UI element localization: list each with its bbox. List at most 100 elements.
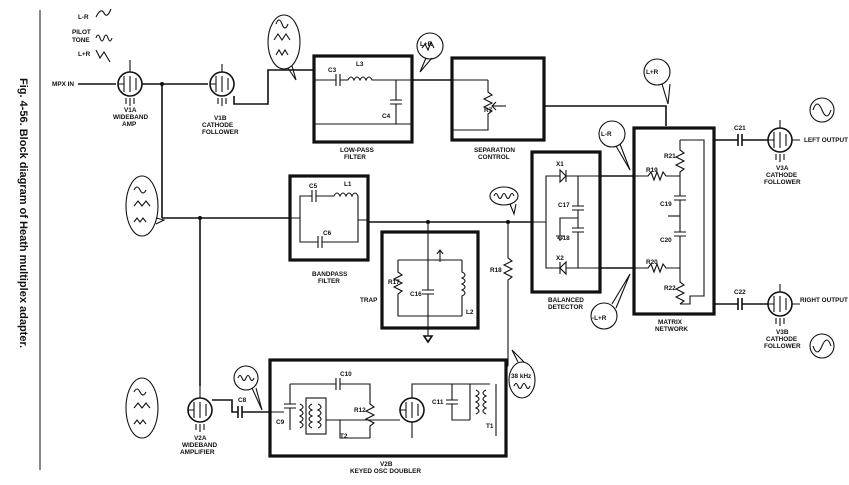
matrix-name-1: MATRIX <box>658 319 683 326</box>
separation-name-1: SEPARATION <box>474 147 515 154</box>
neg-lpr-balloon <box>590 273 631 330</box>
neg-lr-balloon-label: L-R <box>601 131 612 138</box>
left-output-wave <box>809 97 835 123</box>
legend-lpr-wave <box>95 49 111 63</box>
detector-name-2: DETECTOR <box>548 304 583 311</box>
separation-name-2: CONTROL <box>478 154 510 161</box>
l2-label: L2 <box>466 309 474 316</box>
lpr-balloon-label-2: L+R <box>646 69 659 76</box>
separation-matrix-wire <box>544 105 667 126</box>
detector-matrix-wires <box>600 175 634 269</box>
matrix-network-block <box>632 126 716 316</box>
legend-lpr-label: L+R <box>78 51 91 58</box>
r12-label: R12 <box>354 407 366 414</box>
keyed-osc-doubler-block <box>268 358 508 458</box>
r7-label: R7 <box>484 107 493 114</box>
r18-label: R18 <box>490 267 502 274</box>
lowpass-internals <box>313 74 412 125</box>
left-output-wire <box>714 134 768 146</box>
x1-label: X1 <box>556 161 564 168</box>
separation-control-block <box>450 56 546 142</box>
legend-pilot-label-1: PILOT <box>72 29 91 36</box>
r17-label: R17 <box>388 279 400 286</box>
separation-internals <box>452 79 506 131</box>
r21-label: R21 <box>664 153 676 160</box>
v1a-ref: V1A <box>124 107 137 114</box>
v2a-output-balloon <box>233 365 263 411</box>
bandpass-internals <box>290 190 368 248</box>
r20-label: R20 <box>646 259 658 266</box>
v3a-tube <box>767 120 800 162</box>
c5-label: C5 <box>309 183 318 190</box>
trap-name: TRAP <box>360 297 378 304</box>
v2a-name-1: WIDEBAND <box>182 442 218 449</box>
lpr-balloon-2 <box>643 58 671 105</box>
v3b-ref: V3B <box>776 329 789 336</box>
c6-label: C6 <box>323 230 332 237</box>
neg-lr-balloon <box>598 120 631 171</box>
v3a-name-2: FOLLOWER <box>764 179 801 186</box>
left-output-label: LEFT OUTPUT <box>804 137 848 144</box>
c4-label: C4 <box>382 113 391 120</box>
v3a-name-1: CATHODE <box>766 172 798 179</box>
lpr-lr-balloon-top <box>267 14 301 81</box>
bandpass-name-2: FILTER <box>318 278 340 285</box>
bandpass-filter-block <box>288 174 370 262</box>
v1a-output-balloon <box>125 175 166 237</box>
v3b-name-2: FOLLOWER <box>764 343 801 350</box>
v1b-name-1: CATHODE <box>202 122 234 129</box>
c3-label: C3 <box>328 67 337 74</box>
figure-caption: Fig. 4-56. Block diagram of Heath multip… <box>17 78 29 348</box>
carrier-balloon-label: 38 kHz <box>511 373 531 380</box>
c10-label: C10 <box>340 371 352 378</box>
c17-label: C17 <box>558 202 570 209</box>
lpr-balloon-label-1: L+R <box>420 41 433 48</box>
v1b-name-2: FOLLOWER <box>202 129 239 136</box>
v2b-ref: V2B <box>380 461 393 468</box>
t1-label: T1 <box>486 423 494 430</box>
v1b-lowpass-wire <box>233 69 314 105</box>
v1b-tube <box>209 64 235 106</box>
right-output-wave <box>809 333 835 359</box>
v3b-name-1: CATHODE <box>766 336 798 343</box>
mpx-input-label: MPX IN <box>52 81 74 88</box>
c21-label: C21 <box>734 125 746 132</box>
c16-label: C16 <box>410 291 422 298</box>
lpr-balloon-1 <box>416 32 444 73</box>
r18-resistor <box>502 222 514 366</box>
t2-label: T2 <box>340 433 348 440</box>
c11-label: C11 <box>432 399 444 406</box>
v2a-v2b-wire <box>212 399 270 418</box>
v3a-ref: V3A <box>776 165 789 172</box>
v2a-input-balloon <box>125 377 159 439</box>
r22-label: R22 <box>664 285 676 292</box>
legend-lr-wave <box>95 8 112 18</box>
r19-label: R19 <box>646 167 658 174</box>
legend-lr-label: L-R <box>78 14 89 21</box>
v2a-tube <box>187 386 213 432</box>
v1b-ref: V1B <box>214 115 227 122</box>
right-output-label: RIGHT OUTPUT <box>800 297 848 304</box>
v2a-ref: V2A <box>194 435 207 442</box>
c19-label: C19 <box>660 201 672 208</box>
v1a-name-1: WIDEBAND <box>113 114 149 121</box>
detector-internals <box>532 168 600 276</box>
right-output-wire <box>714 298 768 310</box>
c20-label: C20 <box>660 237 672 244</box>
c8-label: C8 <box>238 397 247 404</box>
legend-pilot-label-2: TONE <box>72 37 90 44</box>
lowpass-name-2: FILTER <box>344 154 366 161</box>
x2-label: X2 <box>556 255 564 262</box>
carrier-balloon-38khz <box>508 349 536 399</box>
v2b-name-1: KEYED OSC DOUBLER <box>350 468 421 475</box>
v2a-name-2: AMPLIFIER <box>180 449 215 456</box>
c22-label: C22 <box>734 289 746 296</box>
v1a-name-2: AMP <box>122 121 137 128</box>
c9-label: C9 <box>276 419 285 426</box>
carrier-balloon-top <box>489 186 519 216</box>
matrix-internals <box>634 139 705 305</box>
v1a-tube <box>117 60 143 106</box>
oscillator-internals <box>270 378 497 439</box>
